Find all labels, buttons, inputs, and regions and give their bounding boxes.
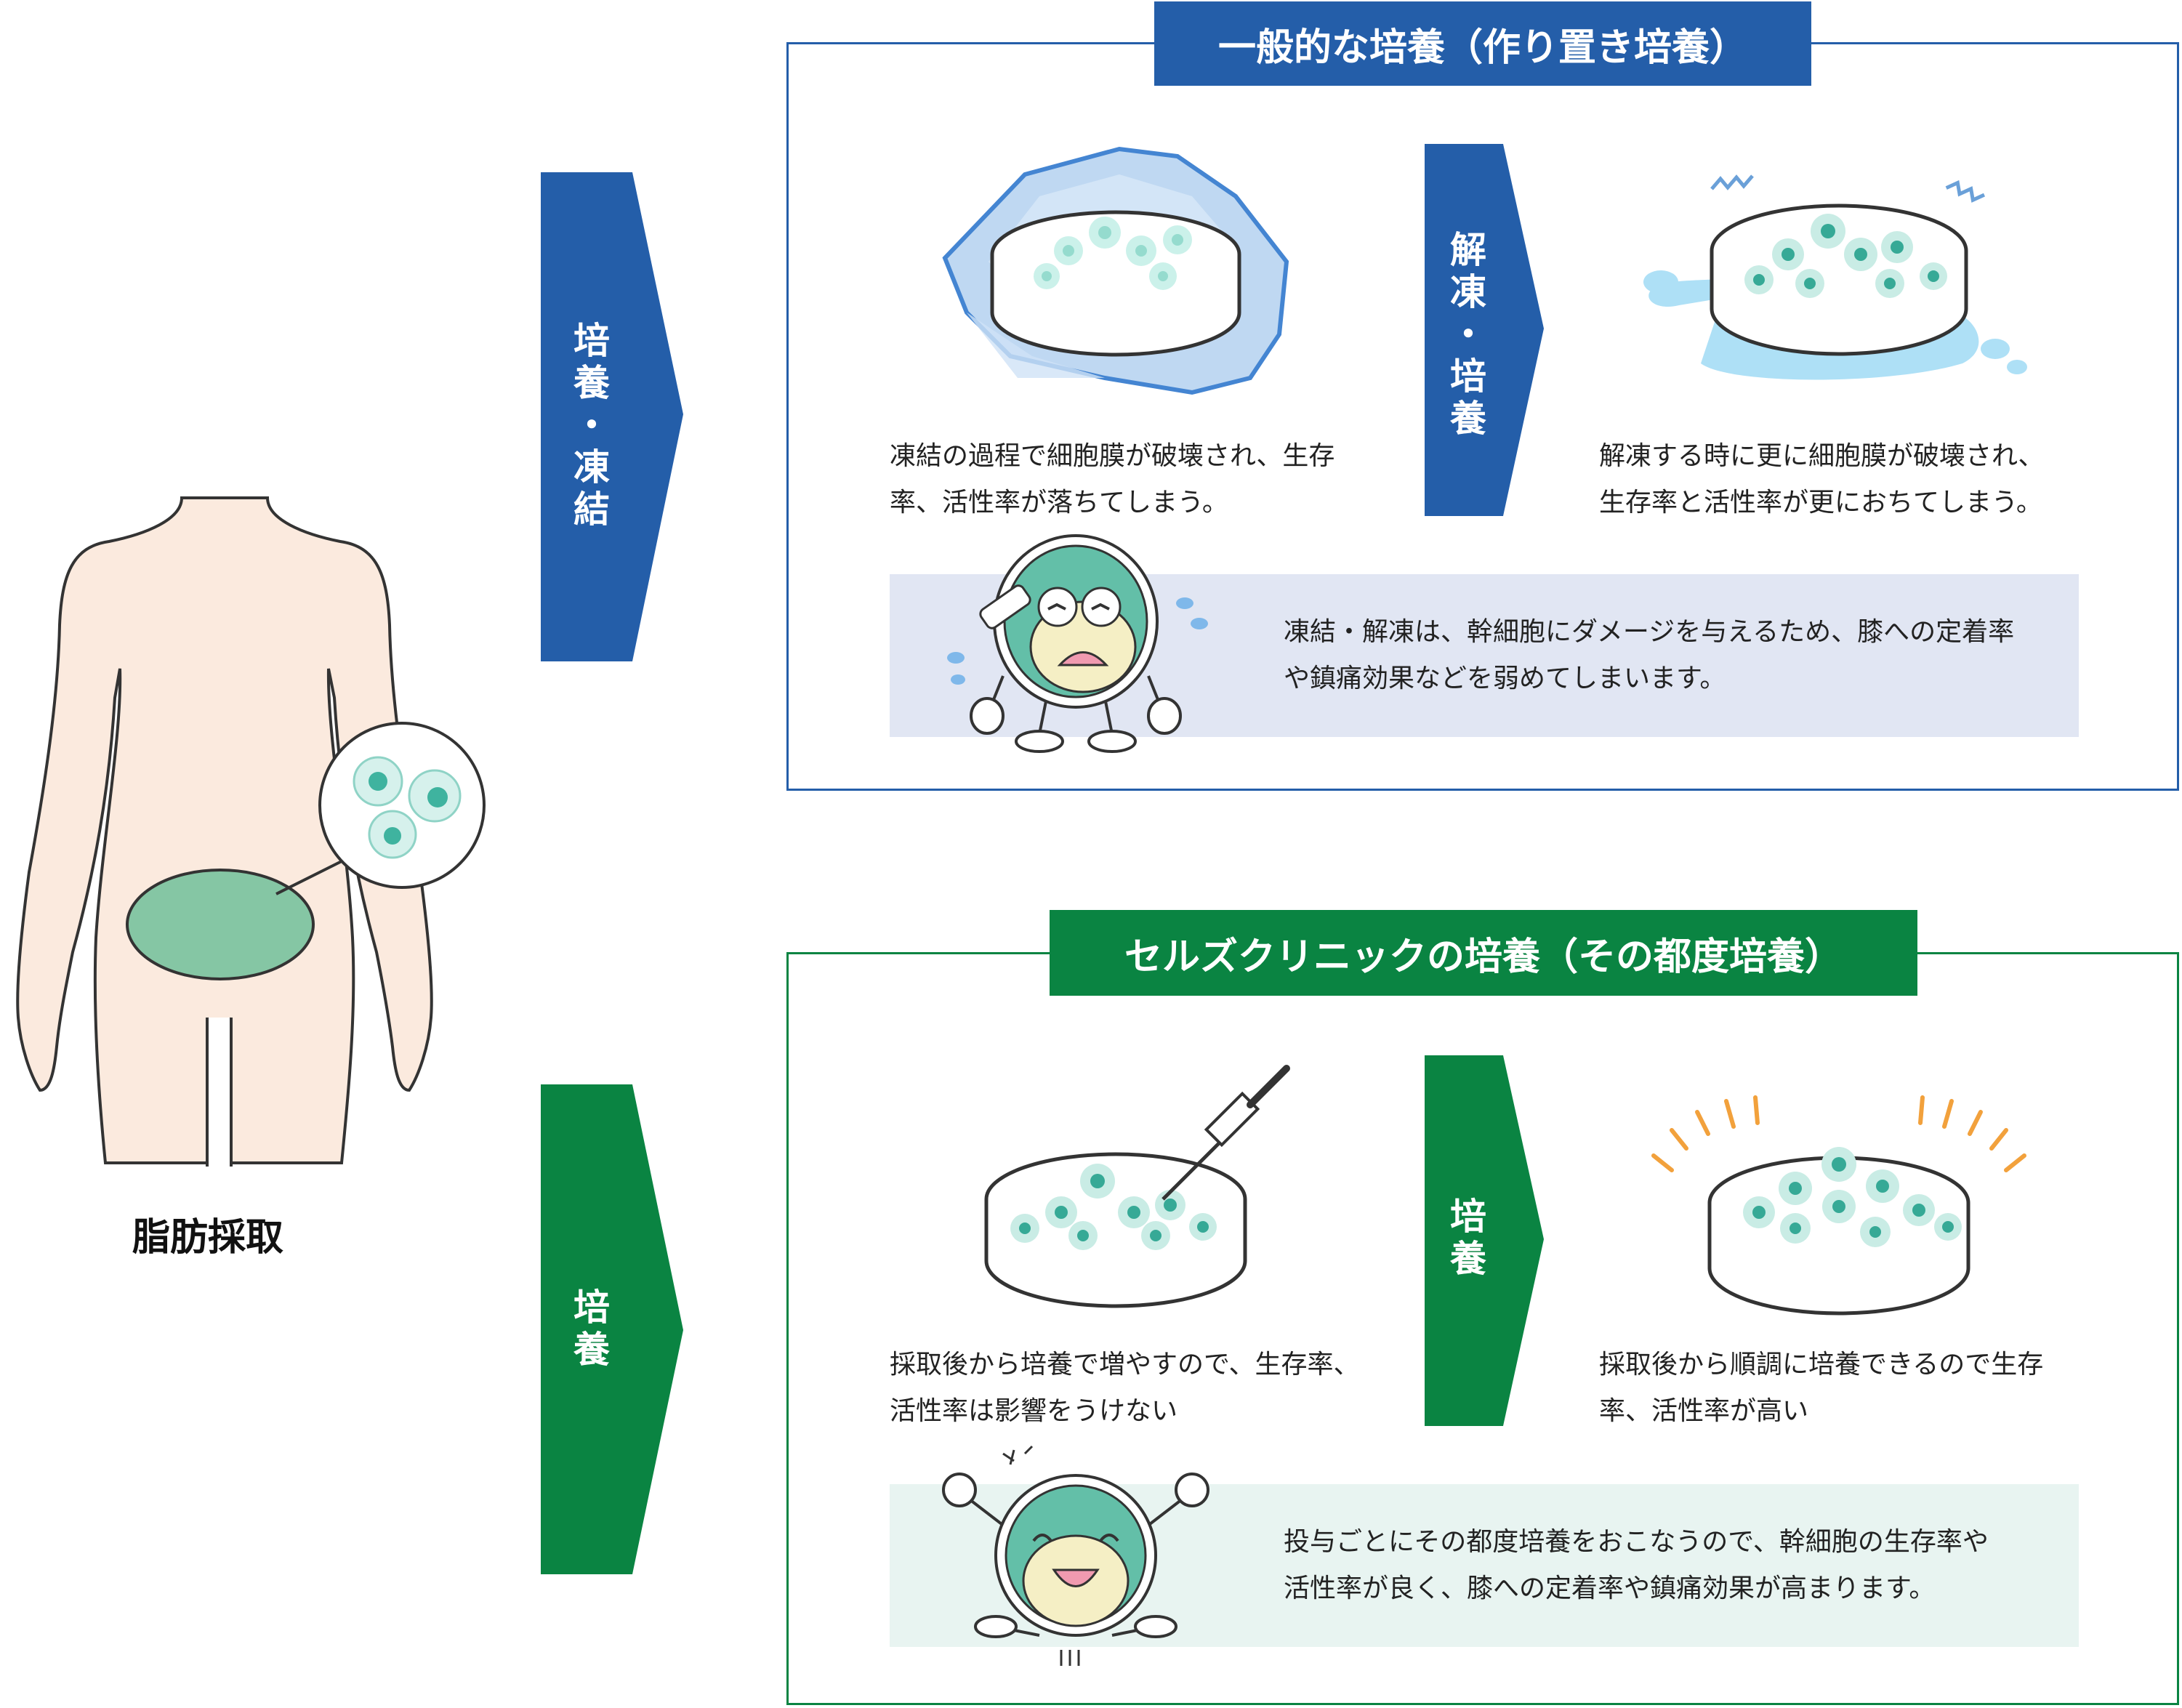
bottom-note-line1: 投与ごとにその都度培養をおこなうので、幹細胞の生存率や	[1284, 1527, 1989, 1557]
arrow-top-mid-label: 解 凍 ・ 培 養	[1450, 229, 1486, 440]
arrow-top-left-shape	[541, 172, 683, 661]
top-step1-text-line1: 凍結の過程で細胞膜が破壊され、生存	[890, 441, 1335, 471]
bottom-step2-text-line1: 採取後から順調に培養できるので生存	[1599, 1350, 2044, 1379]
fat-area	[126, 869, 315, 980]
arrow-bottom-mid-shape	[1425, 1055, 1544, 1426]
section-bottom-title: セルズクリニックの培養（その都度培養）	[1050, 910, 1917, 996]
arrow-bottom-mid-label: 培 養	[1450, 1196, 1486, 1280]
arrow-top-mid-shape	[1425, 144, 1544, 516]
top-step2-text-line1: 解凍する時に更に細胞膜が破壊され、	[1599, 441, 2045, 471]
section-top-title: 一般的な培養（作り置き培養）	[1154, 1, 1811, 86]
fat-harvest-label: 脂肪採取	[132, 1216, 284, 1260]
body-silhouette	[16, 496, 433, 1164]
bottom-step1-text-line1: 採取後から培養で増やすので、生存率、	[890, 1350, 1360, 1379]
top-note-line1: 凍結・解凍は、幹細胞にダメージを与えるため、膝への定着率	[1284, 617, 2015, 647]
bottom-note-line2: 活性率が良く、膝への定着率や鎮痛効果が高まります。	[1284, 1574, 1936, 1603]
arrow-top-left-label: 培 養 ・ 凍 結	[573, 320, 610, 531]
arrow-bottom-left-label: 培 養	[573, 1286, 610, 1371]
top-step2-text-line2: 生存率と活性率が更におちてしまう。	[1599, 488, 2042, 517]
top-step1-text-line2: 率、活性率が落ちてしまう。	[890, 488, 1228, 517]
bottom-step1-text-line2: 活性率は影響をうけない	[890, 1396, 1178, 1426]
arrow-bottom-left-shape	[541, 1084, 683, 1574]
top-note-line2: や鎮痛効果などを弱めてしまいます。	[1284, 664, 1726, 693]
bottom-step2-text-line2: 率、活性率が高い	[1599, 1396, 1809, 1426]
